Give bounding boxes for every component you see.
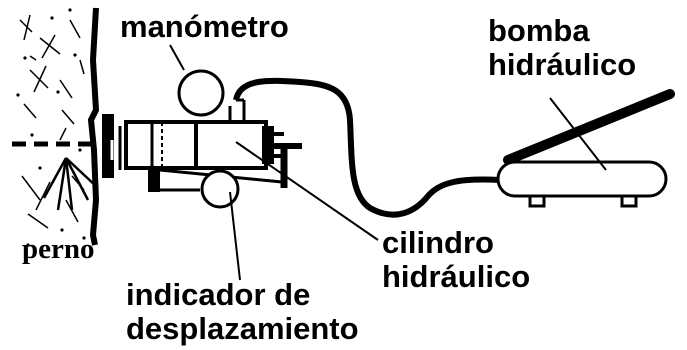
label-perno: perno	[22, 233, 95, 265]
bearing-plate	[102, 114, 122, 178]
hydraulic-hose	[233, 77, 501, 218]
reaction-bracket	[274, 143, 302, 188]
label-indicador-line1: indicador de	[126, 277, 311, 312]
hydraulic-cylinder	[124, 120, 284, 170]
hydraulic-pump	[496, 160, 668, 208]
rock-dots	[16, 8, 86, 247]
pressure-gauge	[177, 69, 225, 117]
displacement-indicator	[148, 168, 283, 209]
gauge-stem	[228, 98, 246, 122]
label-bomba-line2: hidráulico	[488, 47, 637, 82]
wall-face	[87, 7, 100, 246]
label-manometro: manómetro	[120, 9, 289, 44]
bolt-anchor-fan	[42, 157, 99, 211]
pump-handle	[503, 89, 675, 165]
label-cilindro-line2: hidráulico	[382, 259, 531, 294]
label-indicador-line2: desplazamiento	[126, 311, 359, 346]
label-bomba-line1: bomba	[488, 13, 590, 48]
leader-lines	[169, 44, 607, 281]
rock-texture	[19, 14, 85, 229]
label-cilindro-line1: cilindro	[382, 225, 494, 260]
